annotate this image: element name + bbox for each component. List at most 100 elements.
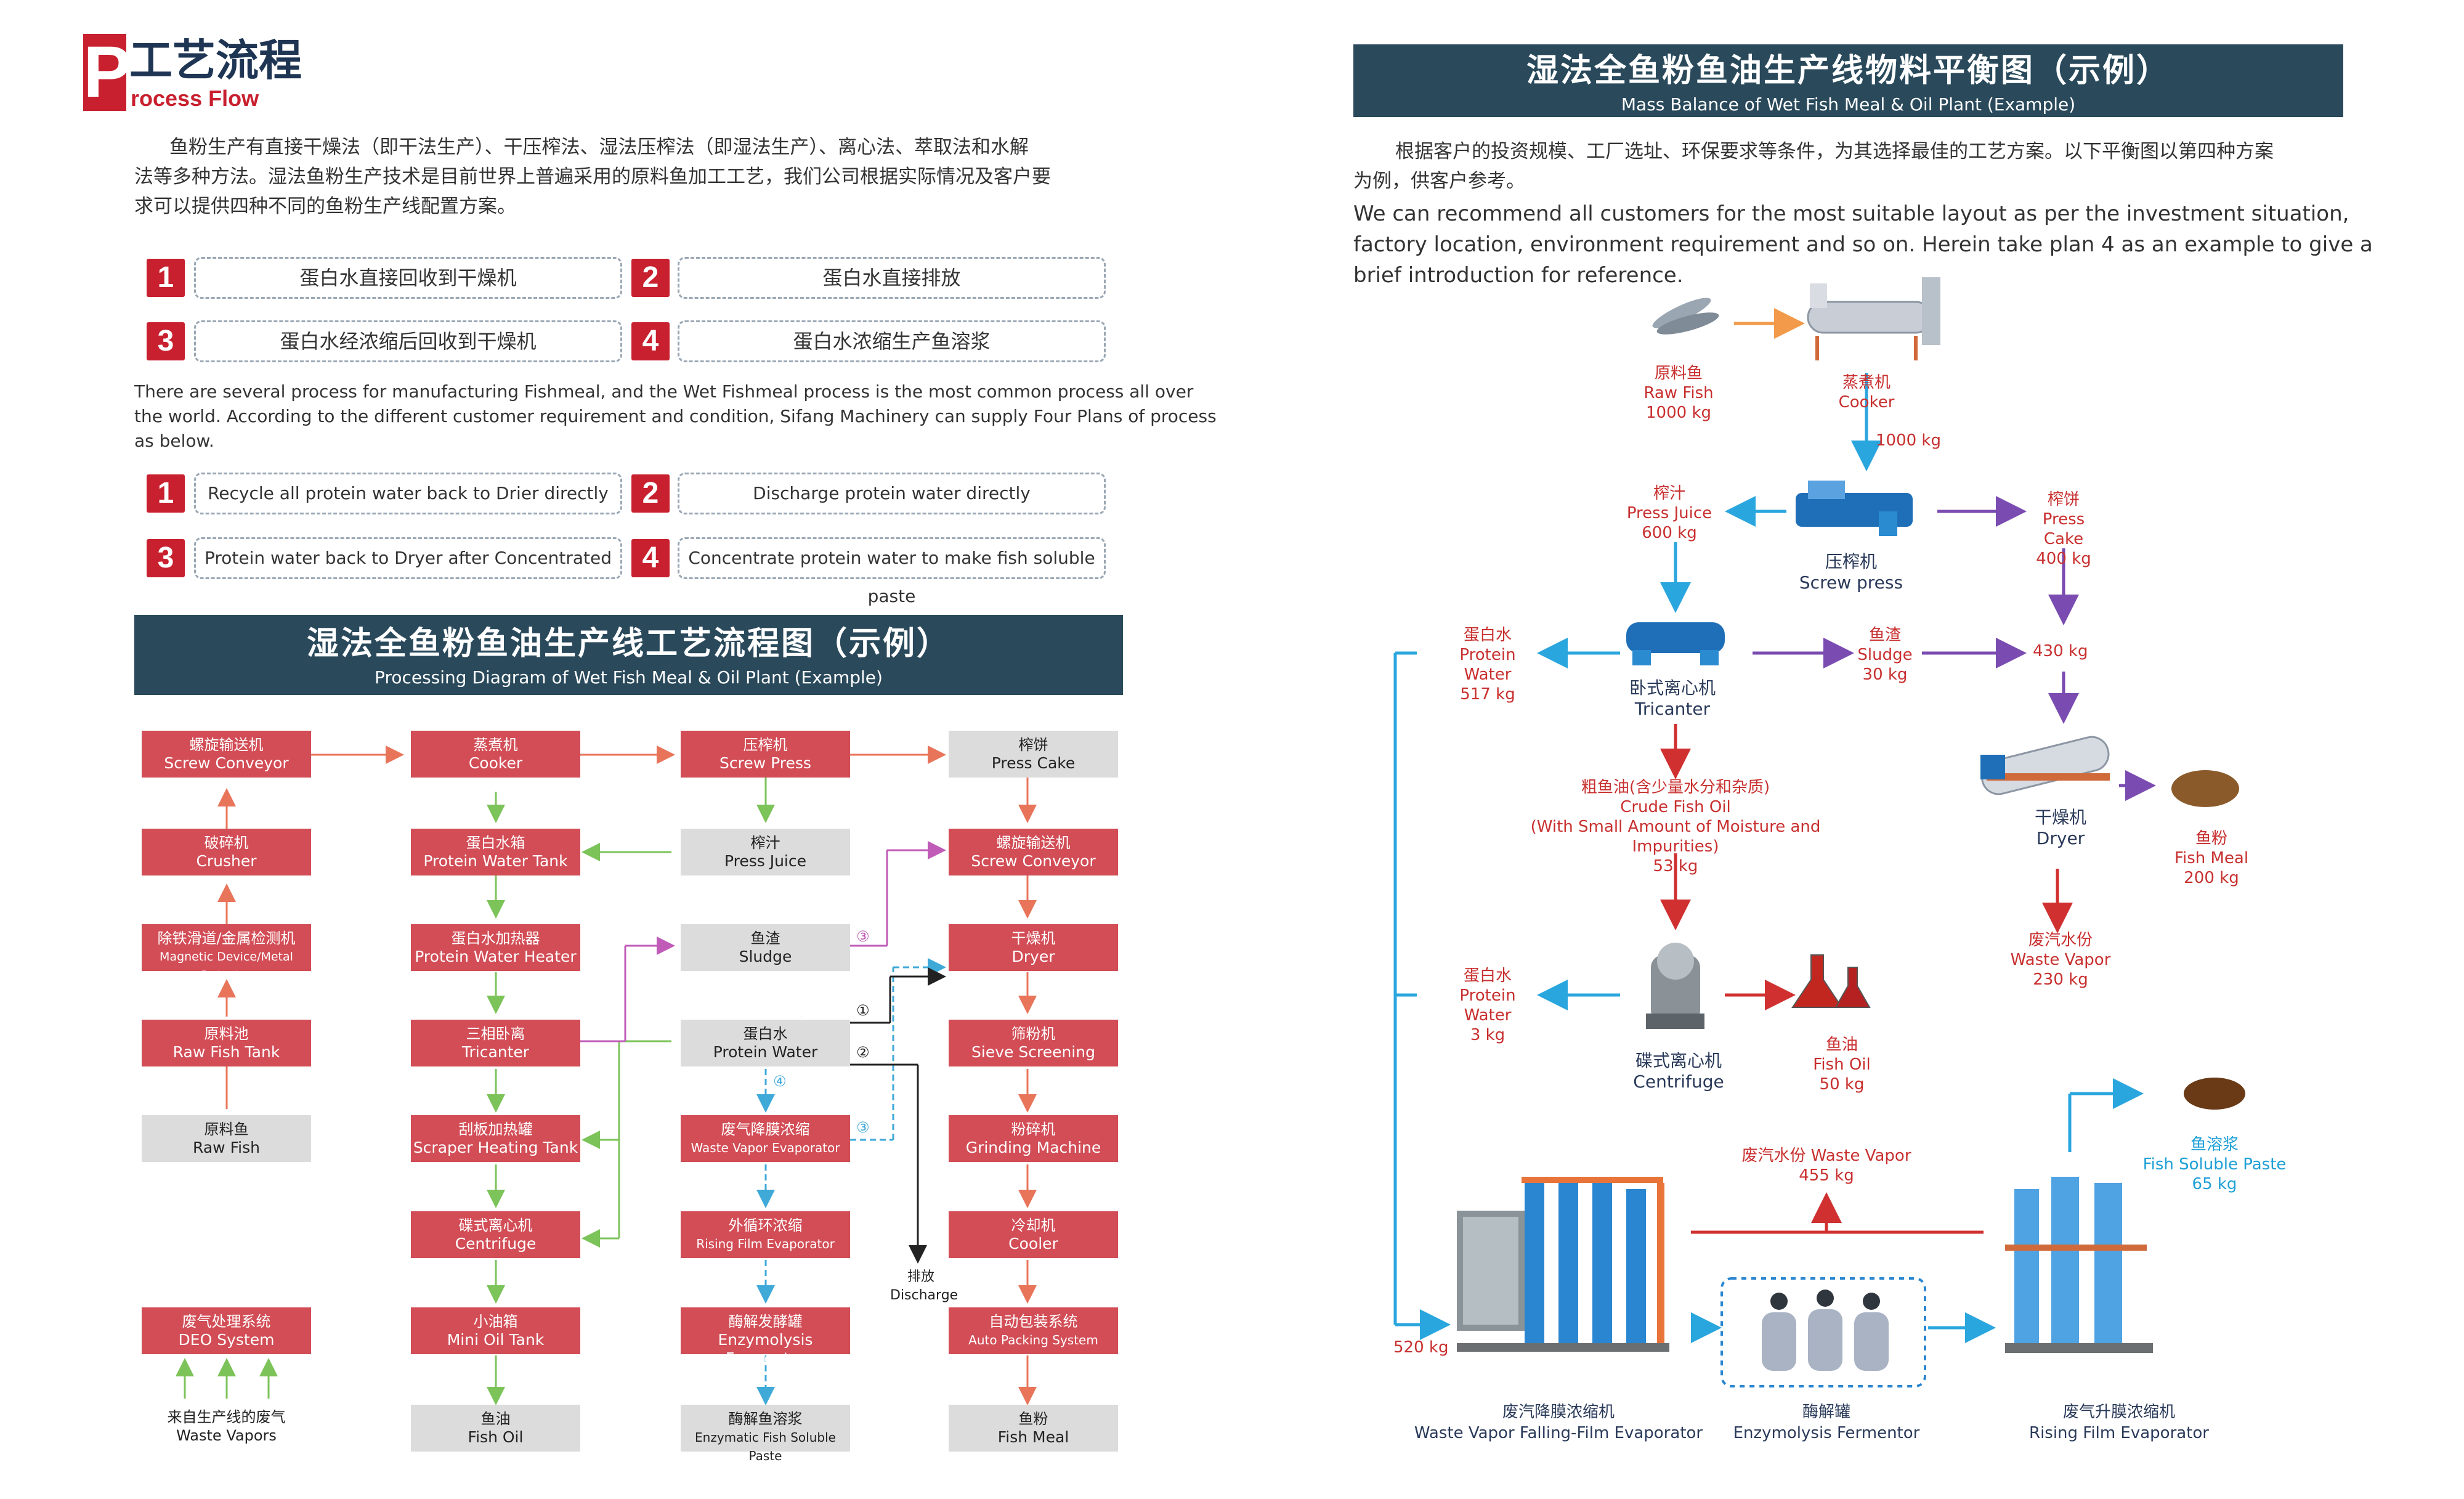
option-cn-4: 蛋白水浓缩生产鱼溶浆 — [678, 320, 1106, 362]
option-number: 3 — [147, 539, 185, 577]
marker-2: ② — [856, 1044, 870, 1061]
crude-fish-oil-label: 粗鱼油(含少量水分和杂质)Crude Fish Oil(With Small A… — [1530, 778, 1821, 875]
cooker-output-kg: 1000 kg — [1876, 431, 1941, 450]
logo-letter: P — [83, 31, 132, 113]
intro-cn-line: 鱼粉生产有直接干燥法（即干法生产）、干压榨法、湿法压榨法（即湿法生产）、离心法、… — [169, 136, 1029, 158]
marker-3b: ③ — [856, 1119, 870, 1136]
screw-press-icon — [1796, 481, 1913, 536]
banner-title: 湿法全鱼粉鱼油生产线工艺流程图（示例） — [306, 625, 950, 662]
marker-4: ④ — [773, 1073, 787, 1090]
option-number: 3 — [147, 322, 185, 360]
option-en-1: Recycle all protein water back to Drier … — [194, 473, 622, 514]
intro-en: We can recommend all customers for the m… — [1353, 201, 2373, 288]
marker-3: ③ — [856, 928, 870, 945]
option-number: 4 — [631, 322, 670, 360]
rising-film-evaporator-icon — [2005, 1177, 2153, 1353]
banner-title: 湿法全鱼粉鱼油生产线物料平衡图（示例） — [1526, 52, 2170, 89]
fermentor-icon — [1762, 1290, 1889, 1371]
mass-balance-banner: 湿法全鱼粉鱼油生产线物料平衡图（示例） Mass Balance of Wet … — [1353, 44, 2343, 117]
marker-1: ① — [856, 1002, 870, 1019]
option-cn-1: 蛋白水直接回收到干燥机 — [194, 257, 622, 299]
intro-en-line: There are several process for manufactur… — [134, 381, 1194, 402]
falling-film-evaporator-icon — [1457, 1177, 1669, 1352]
intro-cn-line: 根据客户的投资规模、工厂选址、环保要求等条件，为其选择最佳的工艺方案。以下平衡图… — [1395, 140, 2274, 163]
fish-soluble-paste-icon — [2184, 1078, 2245, 1110]
option-cn-2: 蛋白水直接排放 — [678, 257, 1106, 299]
intro-cn-line: 法等多种方法。湿法鱼粉生产技术是目前世界上普遍采用的原料鱼加工工艺，我们公司根据… — [134, 166, 1051, 188]
fish-oil-icon — [1791, 954, 1871, 1008]
option-en-2: Discharge protein water directly — [678, 473, 1106, 514]
option-number: 2 — [631, 474, 670, 513]
option-number: 2 — [631, 259, 670, 297]
intro-en-line: the world. According to the different cu… — [134, 406, 1217, 426]
option-number: 1 — [147, 259, 185, 297]
combined-kg: 430 kg — [2033, 642, 2088, 660]
intro-cn-line: 为例，供客户参考。 — [1353, 170, 1525, 192]
process-diagram-banner: 湿法全鱼粉鱼油生产线工艺流程图（示例） Processing Diagram o… — [134, 615, 1123, 695]
banner-subtitle: Mass Balance of Wet Fish Meal & Oil Plan… — [1621, 94, 2076, 115]
page-subtitle: rocess Flow — [131, 86, 259, 111]
option-number: 4 — [631, 539, 670, 577]
option-cn-3: 蛋白水经浓缩后回收到干燥机 — [194, 320, 622, 362]
fermentor-box — [1720, 1277, 1926, 1387]
centrifuge-icon — [1646, 943, 1704, 1029]
intro-en-line: as below. — [134, 431, 214, 451]
page-title: 工艺流程 — [129, 35, 302, 86]
cooker-icon — [1807, 277, 1940, 360]
fish-meal-icon — [2171, 770, 2239, 807]
option-number: 1 — [147, 474, 185, 513]
intro-cn-line: 求可以提供四种不同的鱼粉生产线配置方案。 — [134, 195, 516, 217]
option-en-3: Protein water back to Dryer after Concen… — [194, 537, 622, 579]
dryer-icon — [1980, 736, 2110, 795]
